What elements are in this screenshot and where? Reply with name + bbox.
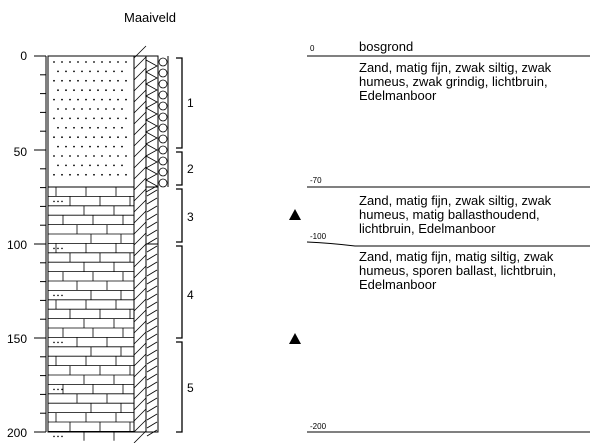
sample-number: 2 <box>187 162 194 176</box>
sample-brackets <box>176 57 183 433</box>
sample-bracket <box>176 188 183 243</box>
sample-number: 4 <box>187 288 194 302</box>
layer-description: Zand, matig fijn, matig siltig, zwak hum… <box>359 249 557 292</box>
depth-ticks <box>34 55 46 433</box>
groundwater-triangle-marker <box>289 209 301 220</box>
sample-bracket <box>176 341 183 433</box>
gravel-circle-column <box>157 56 169 188</box>
layer-description: Zand, matig fijn, zwak siltig, zwak hume… <box>359 193 552 236</box>
layer-boundaries <box>306 55 590 433</box>
layer-description: Zand, matig fijn, zwak siltig, zwak hume… <box>359 60 552 103</box>
sample-number: 1 <box>187 96 194 110</box>
silt-gravel-column <box>145 55 159 437</box>
groundwater-triangle-marker <box>289 333 301 344</box>
depth-tick-label: 150 <box>7 332 27 346</box>
depth-tick-label: 50 <box>14 145 28 159</box>
depth-axis: 0 50 100 150 200 <box>7 49 47 440</box>
sample-bracket <box>176 245 183 339</box>
humus-hatch-column <box>133 45 147 443</box>
sand-dot-pattern <box>53 61 127 176</box>
log-title: Maaiveld <box>124 10 176 25</box>
layer-top-label: -100 <box>310 232 327 241</box>
layer-bottom-label: -200 <box>310 422 327 431</box>
sample-bracket <box>176 151 183 186</box>
layer-top-label: 0 <box>310 44 315 53</box>
sample-number: 5 <box>187 381 194 395</box>
depth-tick-label: 200 <box>7 426 27 440</box>
depth-tick-label: 100 <box>7 238 27 252</box>
lithology-column <box>47 55 135 441</box>
layer-top-label: -70 <box>310 176 322 185</box>
ballast-block-pattern <box>48 186 134 441</box>
depth-tick-label: 0 <box>20 49 27 63</box>
sample-bracket <box>176 57 183 149</box>
sample-number: 3 <box>187 210 194 224</box>
layer-description: bosgrond <box>359 39 414 54</box>
